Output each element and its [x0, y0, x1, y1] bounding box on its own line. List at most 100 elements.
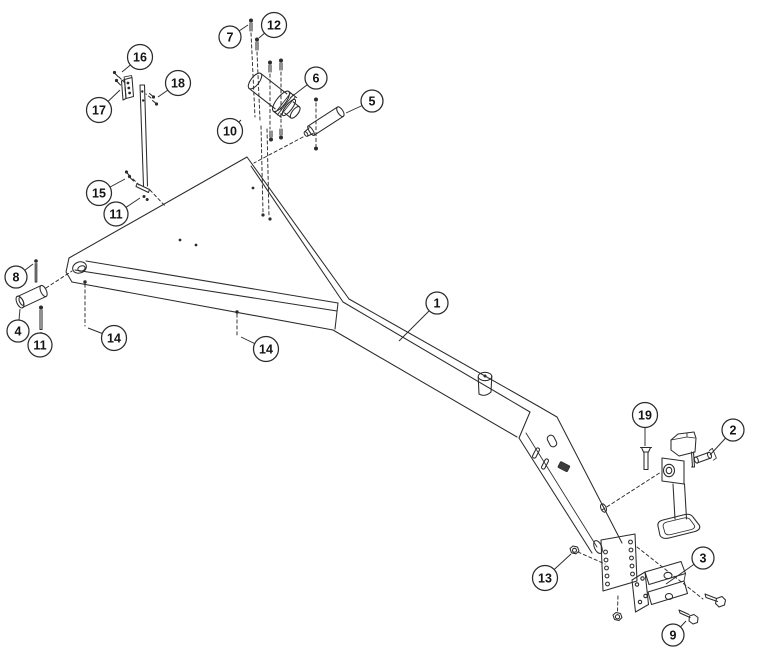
roller-tube	[15, 284, 48, 309]
callout-18-screws: 18	[157, 69, 192, 98]
assembly-axis-lines	[45, 32, 704, 612]
callout-17-bracket-plate: 17	[85, 89, 121, 124]
callout-number: 5	[369, 95, 376, 109]
bracket-screws	[112, 70, 159, 182]
callout-balloon	[85, 96, 113, 124]
jack-pin	[693, 447, 717, 464]
callout-balloon	[4, 265, 28, 289]
callout-number: 7	[227, 31, 234, 45]
callout-number: 10	[223, 125, 237, 139]
callout-2-jack-pin: 2	[709, 418, 745, 456]
callout-number: 15	[92, 187, 106, 201]
callout-3-coupler-bracket: 3	[665, 546, 715, 585]
callout-balloon	[721, 418, 745, 442]
callout-6-roller-assembly: 6	[289, 66, 328, 99]
rivet-dot	[178, 238, 182, 242]
callout-balloon	[360, 89, 384, 113]
callout-15-screws: 15	[85, 178, 126, 207]
callout-number: 3	[700, 552, 707, 566]
callout-number: 13	[538, 572, 552, 586]
callout-balloon	[252, 335, 280, 363]
callout-11-fastener: 11	[27, 331, 53, 358]
nut-13	[569, 545, 580, 555]
beam-oval-hole	[593, 540, 603, 554]
jack-assembly	[657, 431, 701, 539]
callout-14-mount-hole: 14	[240, 335, 280, 363]
callout-balloon	[218, 25, 242, 49]
callout-balloon	[100, 324, 128, 352]
jack-mount-hole	[600, 503, 607, 513]
callout-number: 11	[109, 208, 122, 222]
callout-number: 11	[33, 339, 46, 353]
coupler-bolt-9	[678, 609, 699, 625]
jack-mount-bolt	[639, 446, 653, 471]
bracket-plate	[123, 76, 135, 100]
callout-balloon	[425, 291, 449, 315]
callout-balloon	[126, 43, 154, 71]
nut-below-plate	[612, 611, 623, 622]
main-frame	[65, 156, 350, 331]
callout-balloon	[216, 117, 244, 145]
callout-balloon	[691, 546, 715, 570]
callout-number: 17	[92, 104, 106, 118]
callout-balloon	[6, 319, 30, 343]
front-bolt-11	[39, 305, 43, 331]
rivet-dot	[251, 186, 255, 190]
callout-balloon	[531, 564, 559, 592]
callout-balloon	[631, 401, 659, 429]
roller-pin	[303, 106, 345, 137]
callout-number: 16	[133, 51, 147, 65]
callout-number: 8	[13, 271, 20, 285]
callout-balloon	[661, 623, 685, 647]
callout-number: 2	[730, 424, 737, 438]
roller-assembly	[247, 72, 301, 119]
callout-19-jack-mount-bolt: 19	[631, 401, 659, 446]
callout-number: 4	[15, 325, 22, 339]
beam-slot-hole	[546, 434, 558, 448]
callout-number: 12	[267, 19, 281, 33]
end-plate	[600, 533, 638, 592]
callout-7-bolt: 7	[218, 24, 249, 49]
callout-number: 14	[107, 332, 121, 346]
callout-number: 6	[313, 72, 320, 86]
callout-1-tongue-beam: 1	[398, 291, 449, 342]
roller-bolts	[249, 18, 318, 221]
callout-14-mount-hole: 14	[87, 324, 128, 352]
frame-corner-hole	[72, 261, 87, 274]
front-pin	[34, 259, 38, 283]
callout-number: 18	[171, 77, 185, 91]
jack-tube	[672, 483, 688, 520]
callout-number: 1	[434, 297, 441, 311]
callout-11-fastener: 11	[103, 197, 141, 227]
brand-label	[557, 461, 571, 472]
callout-5-roller-pin: 5	[345, 89, 384, 114]
callout-10-bolt: 10	[216, 117, 244, 145]
mast-bracket	[120, 75, 151, 201]
callout-9-bolt: 9	[661, 620, 687, 647]
callout-number: 9	[670, 629, 677, 643]
jack-foot-plate	[657, 513, 701, 539]
callout-13-nut: 13	[531, 553, 572, 592]
callout-balloon	[164, 69, 192, 97]
callout-balloon	[260, 11, 288, 39]
callout-balloon	[27, 332, 53, 358]
coupler-bolt-right	[704, 593, 727, 608]
callout-8-pin-bolt: 8	[4, 263, 34, 289]
callout-balloon	[85, 179, 113, 207]
callout-16-screws: 16	[121, 43, 154, 73]
beam-slot	[531, 447, 541, 459]
jack-clamp	[661, 457, 685, 485]
callout-12-bolt: 12	[258, 11, 288, 39]
callout-number: 14	[259, 343, 273, 357]
tongue-beam	[332, 298, 623, 554]
beam-cap-post	[477, 371, 493, 396]
callout-balloon	[103, 201, 129, 227]
callout-balloon	[304, 66, 328, 90]
beam-slot	[540, 458, 550, 470]
callout-4-roller-tube: 4	[6, 308, 30, 343]
coupler-bracket	[631, 560, 689, 613]
rivet-dot	[194, 243, 198, 247]
